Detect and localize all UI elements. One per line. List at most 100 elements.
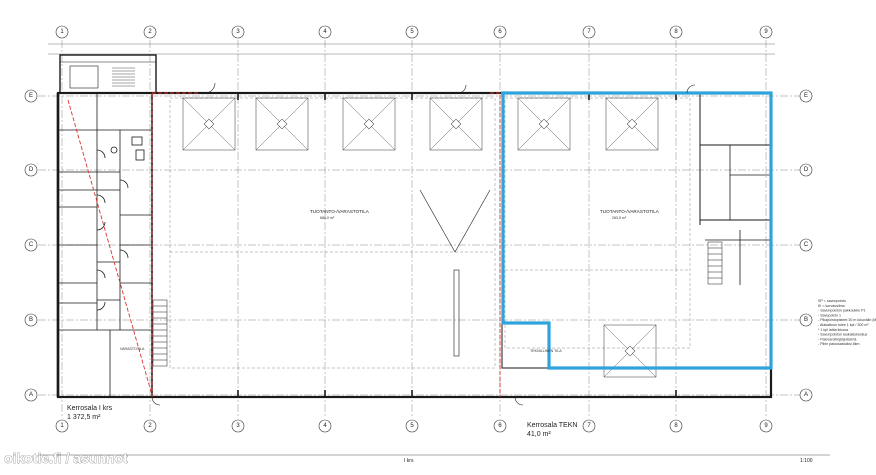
grid-column-marker: [55, 419, 69, 433]
grid-column-marker: [759, 419, 773, 433]
grid-column-label: 1: [60, 423, 64, 429]
grid-column-label: 5: [410, 423, 414, 429]
room-label-kontti: VARASTOTILA: [120, 347, 145, 351]
grid-column-marker: [759, 25, 773, 39]
grid-column-marker: [405, 25, 419, 39]
grid-row-marker: [799, 163, 813, 177]
grid-column-label: 5: [410, 29, 414, 35]
grid-row-marker: [24, 388, 38, 402]
room-area-tuotanto-1: 688,0 m²: [320, 216, 335, 220]
grid-column-marker: [231, 419, 245, 433]
grid-column-marker: [318, 419, 332, 433]
stairs-right: [707, 241, 723, 285]
grid-row-marker: [799, 313, 813, 327]
legend-line: - Pikapoistopisteet 30 m lukuvälin (lämp…: [818, 318, 876, 322]
grid-row-marker: [799, 89, 813, 103]
grid-column-label: 8: [674, 29, 678, 35]
scale-label: 1:100: [800, 458, 813, 464]
grid-row-marker: [24, 163, 38, 177]
skylight: [605, 97, 659, 151]
skylight: [255, 97, 309, 151]
grid-row-marker: [24, 89, 38, 103]
grid-row-label: E: [29, 93, 33, 99]
grid-column-label: 4: [323, 423, 327, 429]
grid-row-label: A: [29, 392, 33, 398]
floor-area-notes: Kerrosala I krs 1 372,5 m² Kerrosala TEK…: [67, 405, 577, 438]
grid-column-marker: [582, 419, 596, 433]
skylight: [603, 324, 657, 378]
grid-column-label: 8: [674, 423, 678, 429]
drawing-footer: I krs 1:100: [40, 454, 830, 464]
area-right-name: Kerrosala TEKN: [527, 422, 577, 429]
legend-line: SP = savunpoisto: [818, 299, 846, 303]
skylight: [517, 97, 571, 151]
skylight-hatch: [276, 118, 288, 130]
grid-column-label: 6: [498, 423, 502, 429]
grid-column-marker: [669, 419, 683, 433]
interior-walls: [237, 93, 771, 397]
hall-dashed-outline: [169, 97, 691, 369]
legend-line: - Piirin paloosastoiksi 8km: [818, 342, 860, 346]
grid-column-marker: [143, 419, 157, 433]
grid-row-label: B: [29, 317, 33, 323]
hall-column-element: [419, 189, 491, 357]
fire-compartment-line: [67, 92, 501, 397]
grid-row-label: A: [804, 392, 808, 398]
grid-row-label: C: [29, 242, 34, 248]
legend-line: - Alakattoon tulee 1 kpl / 300 m²: [818, 323, 869, 327]
room-label-tuotanto-2: TUOTANTO-/VARASTOTILA: [600, 209, 660, 214]
skylight-hatch: [624, 345, 636, 357]
area-left-name: Kerrosala I krs: [67, 405, 113, 412]
grid-row-marker: [799, 388, 813, 402]
legend-line: - Palovaroitinjärjestelmä: [818, 337, 856, 341]
grid-column-label: 7: [587, 423, 591, 429]
grid-row-label: E: [804, 93, 808, 99]
grid-column-marker: [231, 25, 245, 39]
grid-column-label: 4: [323, 29, 327, 35]
highlighted-premises: [501, 91, 773, 370]
skylight: [182, 97, 236, 151]
grid-column-marker: [55, 25, 69, 39]
room-label-teknilia: TEKNILLINEN TILA: [530, 349, 562, 353]
grid-column-label: 9: [764, 29, 768, 35]
watermark-text: oikotie.fi / asunnot: [4, 450, 128, 466]
skylight-hatch: [450, 118, 462, 130]
legend-line: - Savupoisto 1: [818, 313, 841, 317]
room-area-tuotanto-2: 263,5 m²: [612, 216, 627, 220]
grid-row-label: B: [804, 317, 808, 323]
grid-column-marker: [669, 25, 683, 39]
grid-column-marker: [143, 25, 157, 39]
grid-row-marker: [799, 238, 813, 252]
grid-row-marker: [24, 313, 38, 327]
room-labels: TUOTANTO-/VARASTOTILA 688,0 m² TUOTANTO-…: [120, 209, 660, 353]
skylight-hatch: [626, 118, 638, 130]
building-outline: [56, 54, 773, 399]
grid-column-label: 9: [764, 423, 768, 429]
skylight-hatch: [538, 118, 550, 130]
grid-column-marker: [582, 25, 596, 39]
grid-column-label: 3: [236, 29, 240, 35]
grid-column-label: 3: [236, 423, 240, 429]
grid-column-label: 7: [587, 29, 591, 35]
skylight: [342, 97, 396, 151]
grid-row-label: C: [804, 242, 809, 248]
stairs-left: [152, 299, 168, 367]
grid-column-label: 2: [148, 29, 152, 35]
skylight-hatch: [203, 118, 215, 130]
grid-column-label: 1: [60, 29, 64, 35]
skylight-panels: [182, 97, 659, 378]
skylight-hatch: [363, 118, 375, 130]
grid-column-label: 2: [148, 423, 152, 429]
skylight: [429, 97, 483, 151]
floor-label: I krs: [404, 458, 414, 464]
grid-column-marker: [493, 419, 507, 433]
legend-line: - Savunpoiston laukaisukeskus: [818, 333, 868, 337]
grid-column-marker: [493, 25, 507, 39]
area-right-value: 41,0 m²: [527, 431, 551, 438]
grid-column-marker: [318, 25, 332, 39]
legend-line: KI = korvausilma: [818, 304, 845, 308]
grid-row-label: D: [804, 167, 809, 173]
